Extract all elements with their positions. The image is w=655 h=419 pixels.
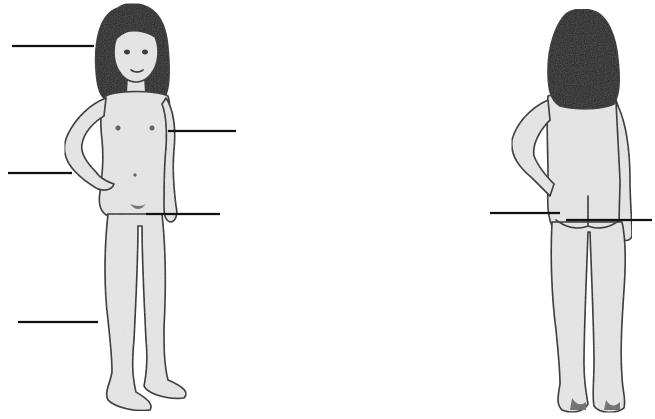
chest-detail-left [116,126,121,131]
legs [105,214,186,411]
navel [133,173,136,176]
torso [99,92,170,217]
chest-detail-right [150,126,155,131]
front-view-figure [65,4,187,411]
back-legs [551,222,625,412]
back-torso [547,93,625,226]
back-hair [548,9,619,109]
eye-right [142,50,148,55]
eye-left [124,50,130,55]
back-view-figure [512,9,632,412]
